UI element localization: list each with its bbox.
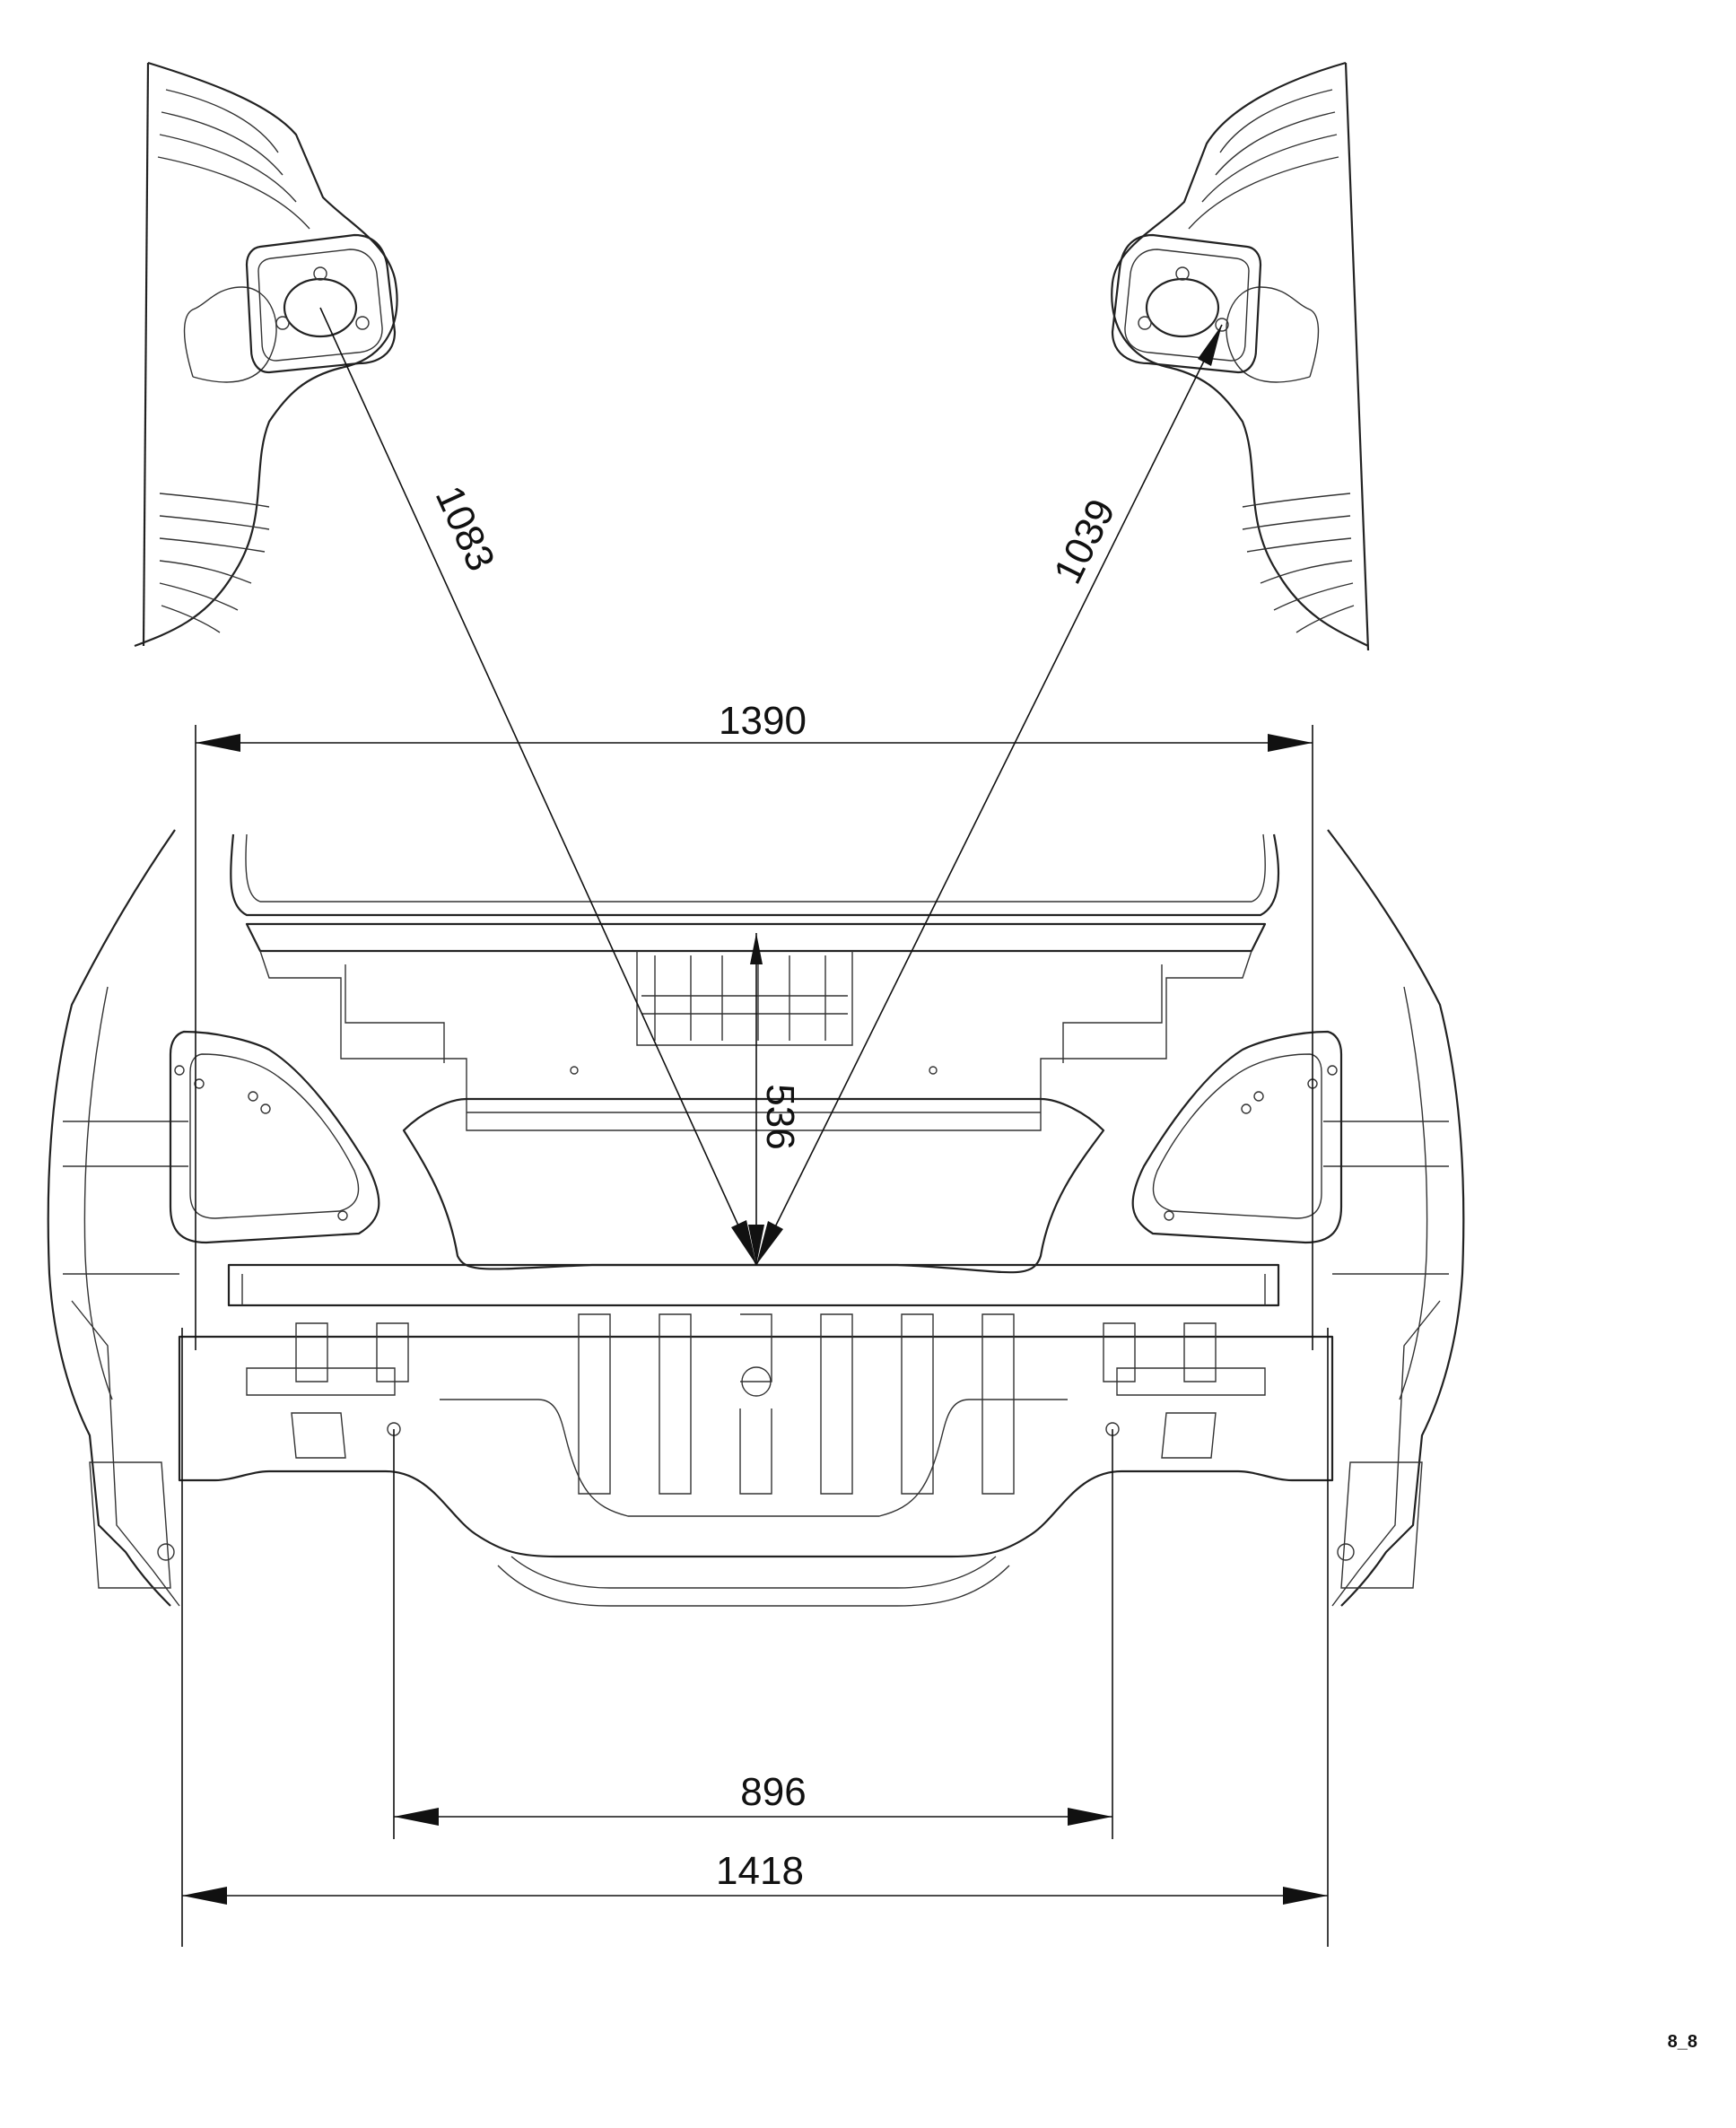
- right-strut-tower: [1111, 61, 1370, 651]
- dimension-lines: [181, 307, 1329, 1947]
- dimension-896-label: 896: [740, 1770, 806, 1814]
- left-strut-tower: [134, 61, 398, 648]
- dimension-1418-label: 1418: [716, 1849, 804, 1893]
- dimension-1083-label: 1083: [427, 479, 503, 577]
- dimension-1390-label: 1390: [719, 699, 807, 743]
- dimension-536-label: 536: [758, 1084, 802, 1149]
- drawing-code-label: 8_8: [1668, 2032, 1697, 2052]
- dimension-1039-label: 1039: [1045, 493, 1123, 590]
- rear-body-structure: [47, 829, 1465, 1607]
